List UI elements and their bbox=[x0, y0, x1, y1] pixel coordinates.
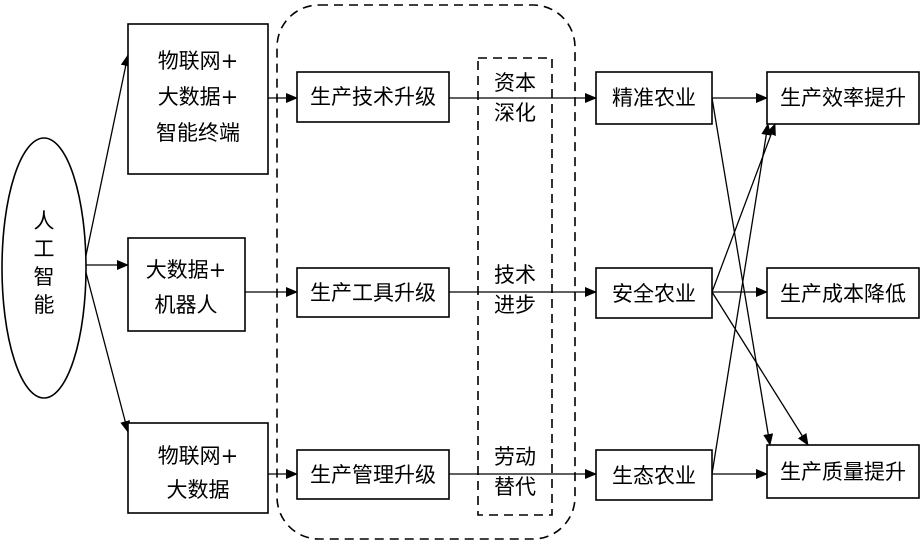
tech-stack-line: 物联网+ bbox=[158, 444, 239, 468]
mechanism-labor-substitution: 劳动 替代 bbox=[494, 445, 536, 499]
arrow-root-to-iot-bigdata bbox=[83, 264, 131, 433]
outcome-cost: 生产成本降低 bbox=[766, 267, 920, 319]
edge-layer bbox=[83, 54, 809, 479]
root-line: 智 bbox=[34, 265, 55, 289]
tech-stack-line: 物联网+ bbox=[158, 49, 239, 73]
outcome-label: 生产效率提升 bbox=[780, 86, 906, 110]
agriculture-ecological: 生态农业 bbox=[595, 449, 713, 501]
upgrade-group-frame bbox=[276, 4, 576, 540]
tech-stack-line: 大数据+ bbox=[158, 85, 239, 109]
tech-stack-line: 大数据+ bbox=[146, 258, 227, 282]
agriculture-label: 安全农业 bbox=[612, 282, 696, 306]
agriculture-label: 生态农业 bbox=[612, 464, 696, 488]
arrow-precision-to-quality bbox=[711, 97, 774, 446]
mechanism-line: 深化 bbox=[494, 101, 536, 125]
upgrade-technology: 生产技术升级 bbox=[296, 71, 450, 123]
root-line: 人 bbox=[34, 209, 55, 233]
root-node: 人 工 智 能 bbox=[1, 137, 87, 399]
upgrade-label: 生产工具升级 bbox=[310, 281, 436, 305]
mechanism-tech-progress: 技术 进步 bbox=[494, 263, 536, 317]
tech-stack-line: 大数据 bbox=[167, 478, 230, 502]
root-line: 能 bbox=[34, 293, 55, 317]
agriculture-label: 精准农业 bbox=[612, 86, 696, 110]
arrow-safe-to-quality bbox=[711, 291, 809, 446]
tech-stack-line: 机器人 bbox=[155, 293, 218, 317]
outcome-label: 生产成本降低 bbox=[780, 282, 906, 306]
tech-stack-iot-bigdata-terminal: 物联网+ 大数据+ 智能终端 bbox=[127, 23, 269, 175]
mechanism-group-frame bbox=[477, 57, 553, 516]
upgrade-label: 生产管理升级 bbox=[310, 463, 436, 487]
mechanism-line: 资本 bbox=[494, 71, 536, 95]
agriculture-precision: 精准农业 bbox=[595, 71, 713, 125]
mechanism-line: 进步 bbox=[494, 293, 536, 317]
outcome-label: 生产质量提升 bbox=[780, 460, 906, 484]
arrow-safe-to-efficiency bbox=[711, 123, 776, 293]
tech-stack-iot-bigdata: 物联网+ 大数据 bbox=[127, 422, 269, 514]
mechanism-line: 劳动 bbox=[494, 445, 536, 469]
tech-stack-bigdata-robot: 大数据+ 机器人 bbox=[127, 237, 246, 332]
agriculture-safe: 安全农业 bbox=[595, 267, 713, 319]
arrow-ecological-to-efficiency bbox=[711, 123, 772, 475]
upgrade-tools: 生产工具升级 bbox=[296, 267, 450, 318]
outcome-efficiency: 生产效率提升 bbox=[766, 71, 920, 125]
root-line: 工 bbox=[34, 237, 55, 261]
tech-stack-line: 智能终端 bbox=[156, 121, 240, 145]
upgrade-management: 生产管理升级 bbox=[296, 449, 450, 500]
mechanism-line: 替代 bbox=[494, 475, 536, 499]
mechanism-line: 技术 bbox=[494, 263, 536, 287]
outcome-quality: 生产质量提升 bbox=[766, 444, 920, 499]
upgrade-label: 生产技术升级 bbox=[310, 85, 436, 109]
arrow-root-to-iot-bigdata-terminal bbox=[83, 54, 131, 266]
mechanism-capital-deepening: 资本 深化 bbox=[494, 71, 536, 125]
